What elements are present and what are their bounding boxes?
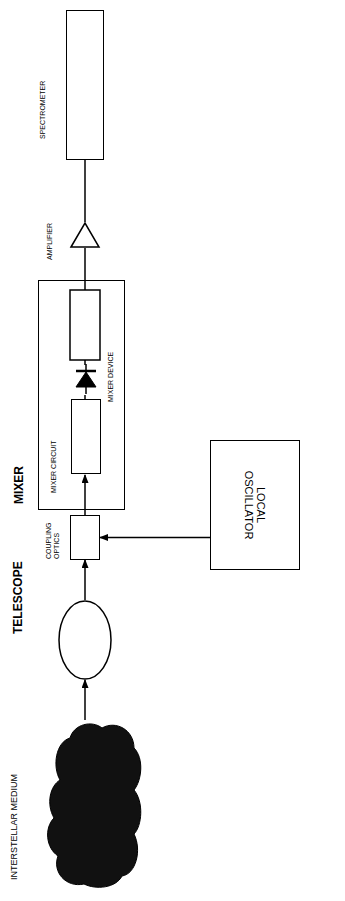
signal-connector — [84, 560, 86, 600]
node-label: MIXER — [13, 466, 26, 504]
lens-outline — [59, 601, 111, 679]
shape-outline — [70, 222, 100, 248]
amplifier-symbol: AMPLIFIER — [70, 222, 100, 248]
diode-triangle — [76, 372, 96, 387]
shape-outline — [71, 364, 101, 394]
signal-connector — [84, 475, 86, 515]
node-label: INTERSTELLAR MEDIUM — [10, 770, 20, 880]
wire — [85, 387, 87, 394]
signal-connector — [84, 160, 86, 222]
spectrometer-box: SPECTROMETER — [66, 10, 104, 160]
wire — [84, 280, 86, 290]
node-label: TELESCOPE — [12, 561, 25, 634]
node-label: MIXER DEVICE — [107, 352, 115, 402]
interstellar-medium-cloud: INTERSTELLAR MEDIUM — [44, 720, 144, 890]
node-label: SPECTROMETER — [39, 81, 47, 139]
diode-symbol: MIXER DEVICE — [71, 364, 101, 394]
signal-connector — [84, 680, 86, 720]
node-label: COUPLING OPTICS — [45, 509, 60, 559]
telescope-lens: TELESCOPE — [58, 600, 112, 680]
signal-connector — [100, 537, 210, 539]
mixer-device-box — [70, 290, 100, 360]
coupling-optics-box: COUPLING OPTICS — [70, 515, 100, 560]
mixer-box: MIXERMIXER CIRCUITMIXER DEVICE — [38, 280, 125, 510]
local-oscillator-box: LOCAL OSCILLATOR — [210, 440, 300, 570]
signal-connector — [84, 248, 86, 280]
node-label: MIXER CIRCUIT — [50, 441, 58, 494]
amplifier-triangle — [71, 223, 99, 247]
mixer-circuit-box: MIXER CIRCUIT — [71, 399, 101, 474]
node-label: LOCAL OSCILLATOR — [243, 457, 267, 553]
node-label: AMPLIFIER — [46, 223, 54, 260]
shape-outline — [44, 720, 144, 890]
shape-outline — [58, 600, 112, 680]
cloud-shape — [48, 724, 141, 887]
wire — [85, 364, 87, 371]
